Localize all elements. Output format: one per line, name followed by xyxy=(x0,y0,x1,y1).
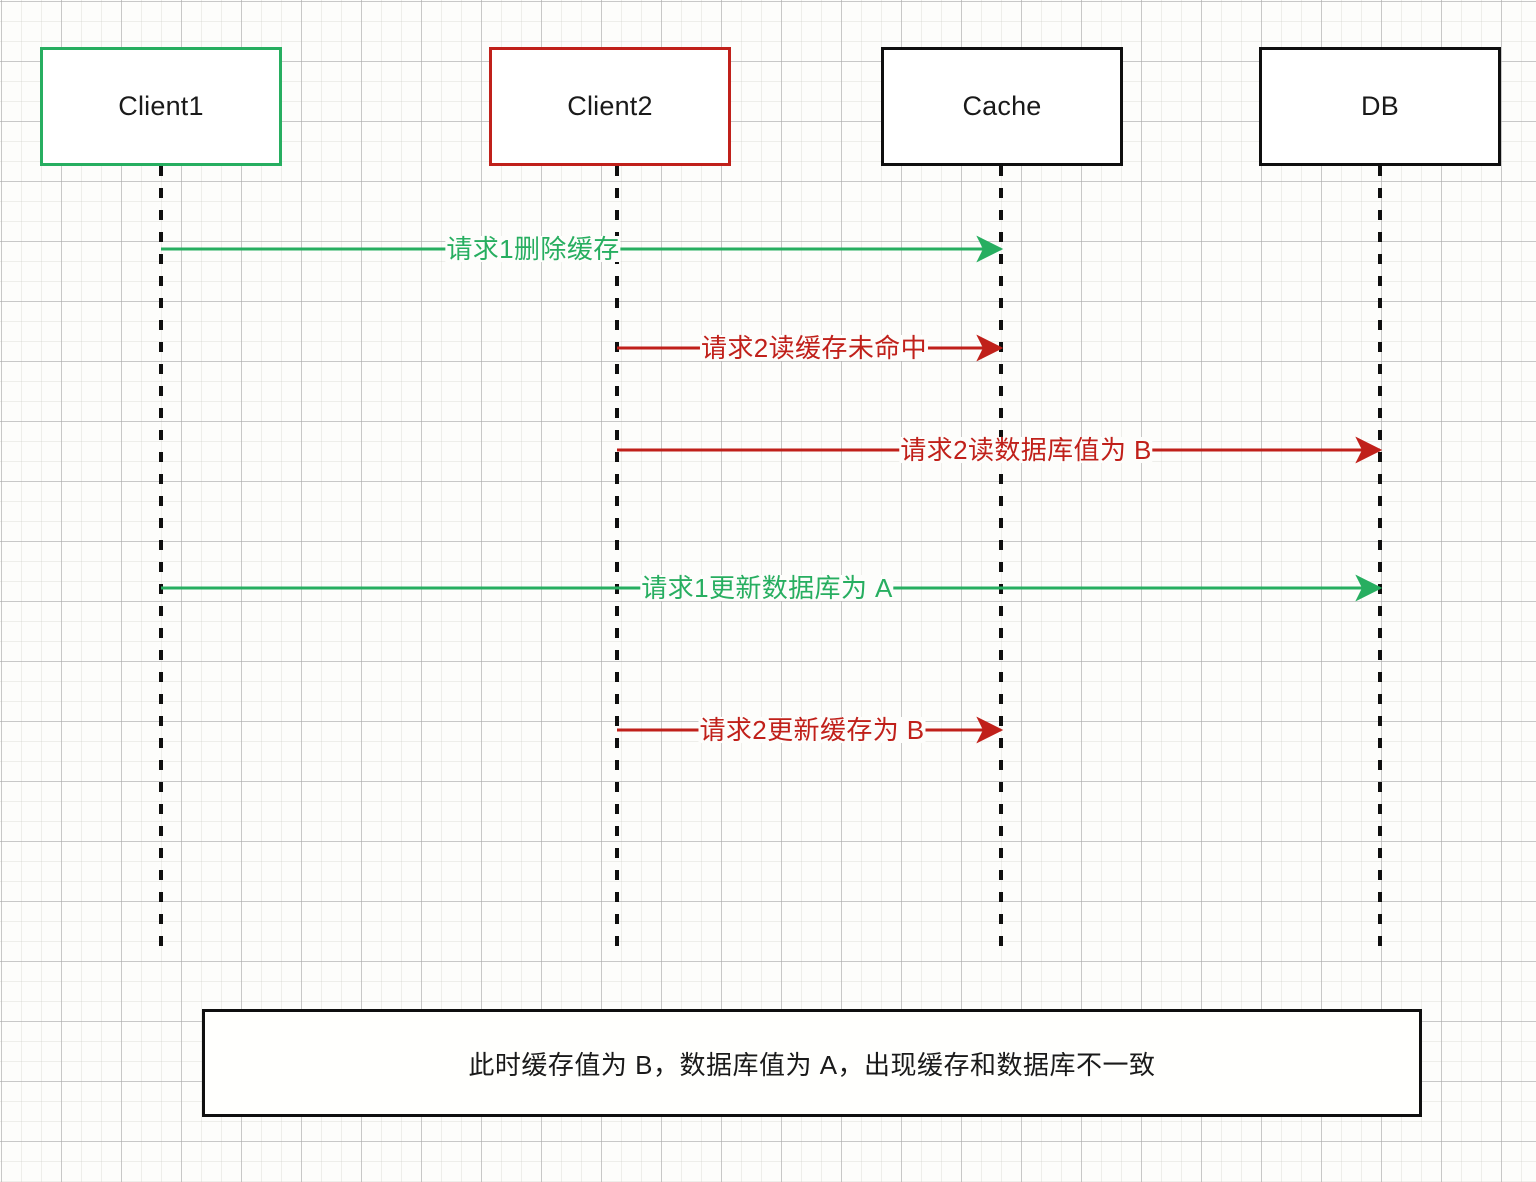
participant-label-cache: Cache xyxy=(962,91,1042,121)
participant-box-db[interactable]: DB xyxy=(1259,47,1501,166)
message-arrows-group xyxy=(161,235,1383,744)
message-label-m2: 请求2读缓存未命中 xyxy=(699,333,929,363)
participant-box-client1[interactable]: Client1 xyxy=(40,47,282,166)
lifelines-group xyxy=(159,166,1382,947)
note-box: 此时缓存值为 B，数据库值为 A，出现缓存和数据库不一致 xyxy=(202,1009,1422,1117)
participant-label-client1: Client1 xyxy=(118,91,204,121)
message-label-m5: 请求2更新缓存为 B xyxy=(698,715,926,745)
note-text: 此时缓存值为 B，数据库值为 A，出现缓存和数据库不一致 xyxy=(468,1049,1156,1080)
message-label-m4: 请求1更新数据库为 A xyxy=(640,573,894,603)
participant-box-client2[interactable]: Client2 xyxy=(489,47,731,166)
participant-label-client2: Client2 xyxy=(567,91,653,121)
participant-label-db: DB xyxy=(1361,91,1399,121)
message-label-m1: 请求1删除缓存 xyxy=(445,234,621,264)
participant-box-cache[interactable]: Cache xyxy=(881,47,1123,166)
message-label-m3: 请求2读数据库值为 B xyxy=(899,435,1153,465)
